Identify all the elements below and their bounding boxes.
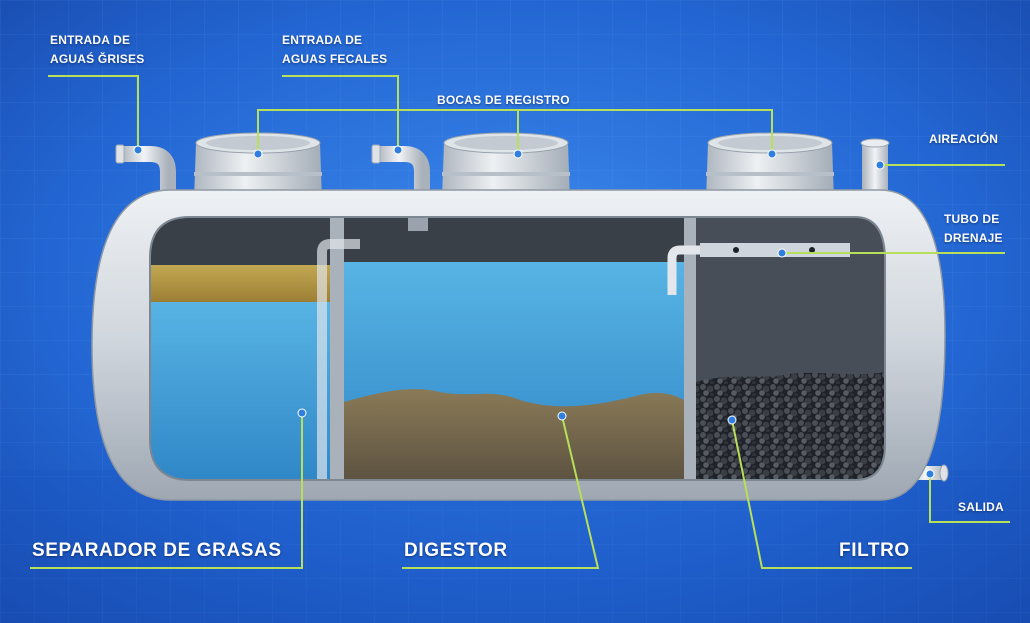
grease-layer [150,265,330,302]
label-entrada-grises: ENTRADA DE AGUAŚ ĞRISES [50,31,144,69]
callout-lines [30,75,1010,569]
drain-tube [700,243,850,257]
cut-outline [149,216,886,481]
label-entrada-grises-line1: ENTRADA DE [50,33,131,47]
label-aireacion: AIREACIÓN [929,132,999,146]
label-filtro: FILTRO [839,540,910,561]
callout-dots [133,145,935,479]
gravel-bed [696,372,885,480]
label-bocas-registro: BOCAS DE REGISTRO [437,93,570,107]
separator-water [150,300,330,480]
wall-1 [330,217,344,480]
label-entrada-grises-line2: AGUAŚ ĞRISES [50,52,145,66]
label-tubo-drenaje: TUBO DE DRENAJE [944,210,1003,248]
tank-interior [150,217,885,480]
wall-2 [684,217,696,480]
label-separador: SEPARADOR DE GRASAS [32,540,282,561]
label-tubo-drenaje-line2: DRENAJE [944,231,1003,245]
label-digestor: DIGESTOR [404,540,508,561]
sludge-layer [344,389,684,480]
elbow-pipe-icon [115,144,176,195]
elbow-pipe-icon [371,144,430,195]
label-entrada-fecales: ENTRADA DE AGUAS FECALES [282,31,387,69]
label-entrada-fecales-line1: ENTRADA DE [282,33,363,47]
label-tubo-drenaje-line1: TUBO DE [944,212,1000,226]
label-salida: SALIDA [958,500,1004,514]
label-entrada-fecales-line2: AGUAS FECALES [282,52,388,66]
